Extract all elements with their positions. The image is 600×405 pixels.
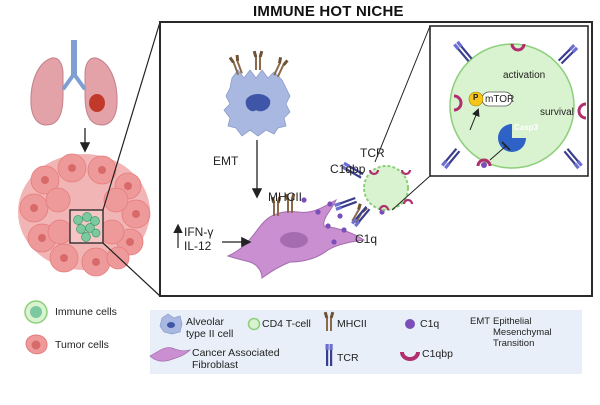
legend-icons <box>149 311 420 366</box>
activation-label: activation <box>503 70 546 81</box>
alveolar-cell-icon <box>223 50 291 137</box>
legend-tcr: TCR <box>337 352 359 364</box>
legend-emt-full: Epithelial Mesenchymal Transition <box>493 316 552 349</box>
survival-label: survival <box>540 107 574 118</box>
legend-c1q: C1q <box>420 318 440 330</box>
c1q-molecule-icon <box>301 197 385 245</box>
legend-c1qbp: C1qbp <box>422 348 453 360</box>
inset-zoom-line-bottom <box>391 175 431 211</box>
c1q-label: C1q <box>355 232 378 246</box>
legend-immune-cells: Immune cells <box>55 306 117 318</box>
ifn-gamma-label: IFN-γ <box>184 225 214 239</box>
diagram-title: IMMUNE HOT NICHE <box>253 3 404 20</box>
casp3-label: Casp3 <box>514 123 539 132</box>
tcr-label: TCR <box>360 146 385 160</box>
emt-label: EMT <box>213 154 239 168</box>
legend-mhcii: MHCII <box>337 318 367 330</box>
zoom-line-bottom <box>102 242 161 297</box>
il12-label: IL-12 <box>184 239 212 253</box>
inset-t-cell <box>441 40 587 170</box>
legend-emt-abbr: EMT <box>470 316 491 327</box>
legend-alveolar: Alveolar type II cell <box>186 316 234 341</box>
fibroblast-icon <box>226 193 369 279</box>
mtor-label: mTOR <box>485 94 515 105</box>
mtor-complex-icon <box>468 91 513 107</box>
phospho-label: P <box>473 93 479 102</box>
lung-icon <box>30 40 118 126</box>
mhcii-label: MHCII <box>268 190 302 204</box>
inset-zoom-line-top <box>374 25 431 163</box>
zoom-line-top <box>102 21 161 211</box>
legend-box <box>150 310 582 374</box>
c1qbp-label: C1qbp <box>330 162 366 176</box>
legend-caf: Cancer Associated Fibroblast <box>192 347 280 372</box>
tumor-mass-icon <box>18 153 151 277</box>
t-cell-icon <box>334 161 414 228</box>
side-legend-icons <box>24 300 48 355</box>
legend-cd4: CD4 T-cell <box>262 318 311 330</box>
legend-tumor-cells: Tumor cells <box>55 339 109 351</box>
